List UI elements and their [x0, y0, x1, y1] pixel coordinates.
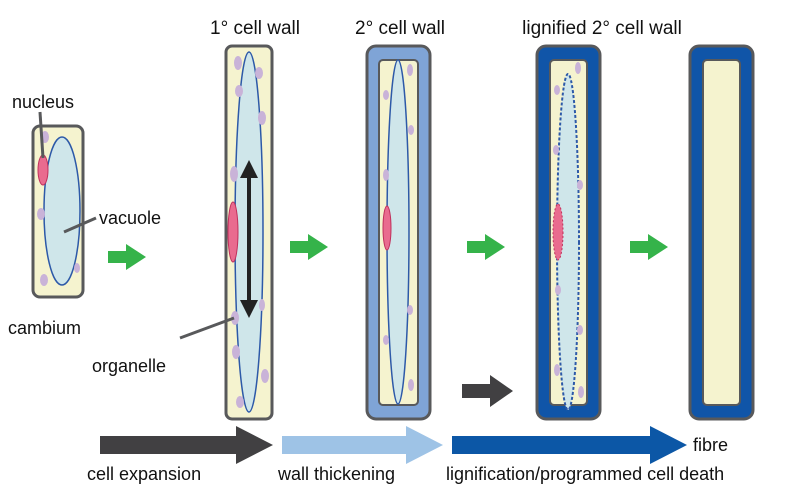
fibre-lumen: [702, 59, 741, 406]
organelle: [230, 166, 238, 182]
organelle: [553, 145, 559, 155]
step-arrow-icon: [290, 234, 328, 260]
organelle: [408, 125, 414, 135]
organelle: [231, 311, 239, 325]
step-arrow-icon: [108, 244, 146, 270]
organelle-label: organelle: [92, 356, 166, 376]
cambium-vacuole: [43, 136, 81, 286]
dark-arrow-icon: [462, 375, 513, 407]
expanding-cell: [224, 44, 274, 421]
organelle: [261, 369, 269, 383]
organelle: [578, 386, 584, 398]
vacuole-leader-line: [63, 216, 97, 234]
organelle: [407, 64, 413, 76]
organelle: [575, 62, 581, 74]
primary-wall-heading: 1° cell wall: [210, 18, 300, 39]
lignified-cell: [535, 44, 602, 421]
organelle: [74, 263, 80, 273]
organelle: [383, 90, 389, 100]
organelle: [40, 274, 48, 286]
cambium-label: cambium: [8, 318, 81, 338]
organelle-leader-line: [179, 316, 235, 340]
thickening-nucleus: [382, 205, 392, 251]
fibre-label: fibre: [693, 435, 728, 455]
expanding-nucleus: [227, 201, 239, 263]
organelle: [236, 396, 244, 408]
wall-thickening-label: wall thickening: [277, 464, 395, 484]
elongation-arrowhead-down-icon: [240, 300, 258, 318]
nucleus-label: nucleus: [12, 92, 74, 112]
organelle: [577, 325, 583, 335]
step-arrow-icon: [467, 234, 505, 260]
secondary-wall-heading: 2° cell wall: [355, 18, 445, 39]
degrading-nucleus: [552, 203, 564, 261]
organelle: [234, 56, 242, 70]
lignification-arrow: [452, 426, 687, 464]
organelle: [555, 285, 561, 295]
step-arrow-icon: [630, 234, 668, 260]
cell-expansion-label: cell expansion: [87, 464, 201, 484]
organelle: [577, 180, 583, 190]
cell-expansion-arrow: [100, 426, 273, 464]
organelle: [235, 85, 243, 97]
cambium-cell: [31, 124, 85, 299]
organelle: [259, 299, 265, 311]
organelle: [408, 379, 414, 391]
organelle: [554, 364, 560, 376]
organelle: [232, 345, 240, 359]
thickening-cell: [365, 44, 432, 421]
organelle: [383, 335, 389, 345]
organelle: [258, 111, 266, 125]
organelle: [407, 305, 413, 315]
fibre-cell: [688, 44, 755, 421]
organelle: [554, 85, 560, 95]
lignified-wall-heading: lignified 2° cell wall: [522, 18, 682, 39]
vacuole-label: vacuole: [99, 208, 161, 228]
nucleus-leader-line: [38, 111, 45, 159]
elongation-arrowhead-up-icon: [240, 160, 258, 178]
organelle: [37, 208, 45, 220]
organelle: [383, 169, 389, 181]
cambium-nucleus: [37, 154, 49, 186]
organelle: [255, 67, 263, 79]
degrading-vacuole: [556, 73, 580, 411]
wall-thickening-arrow: [282, 426, 443, 464]
lignification-label: lignification/programmed cell death: [446, 464, 724, 484]
